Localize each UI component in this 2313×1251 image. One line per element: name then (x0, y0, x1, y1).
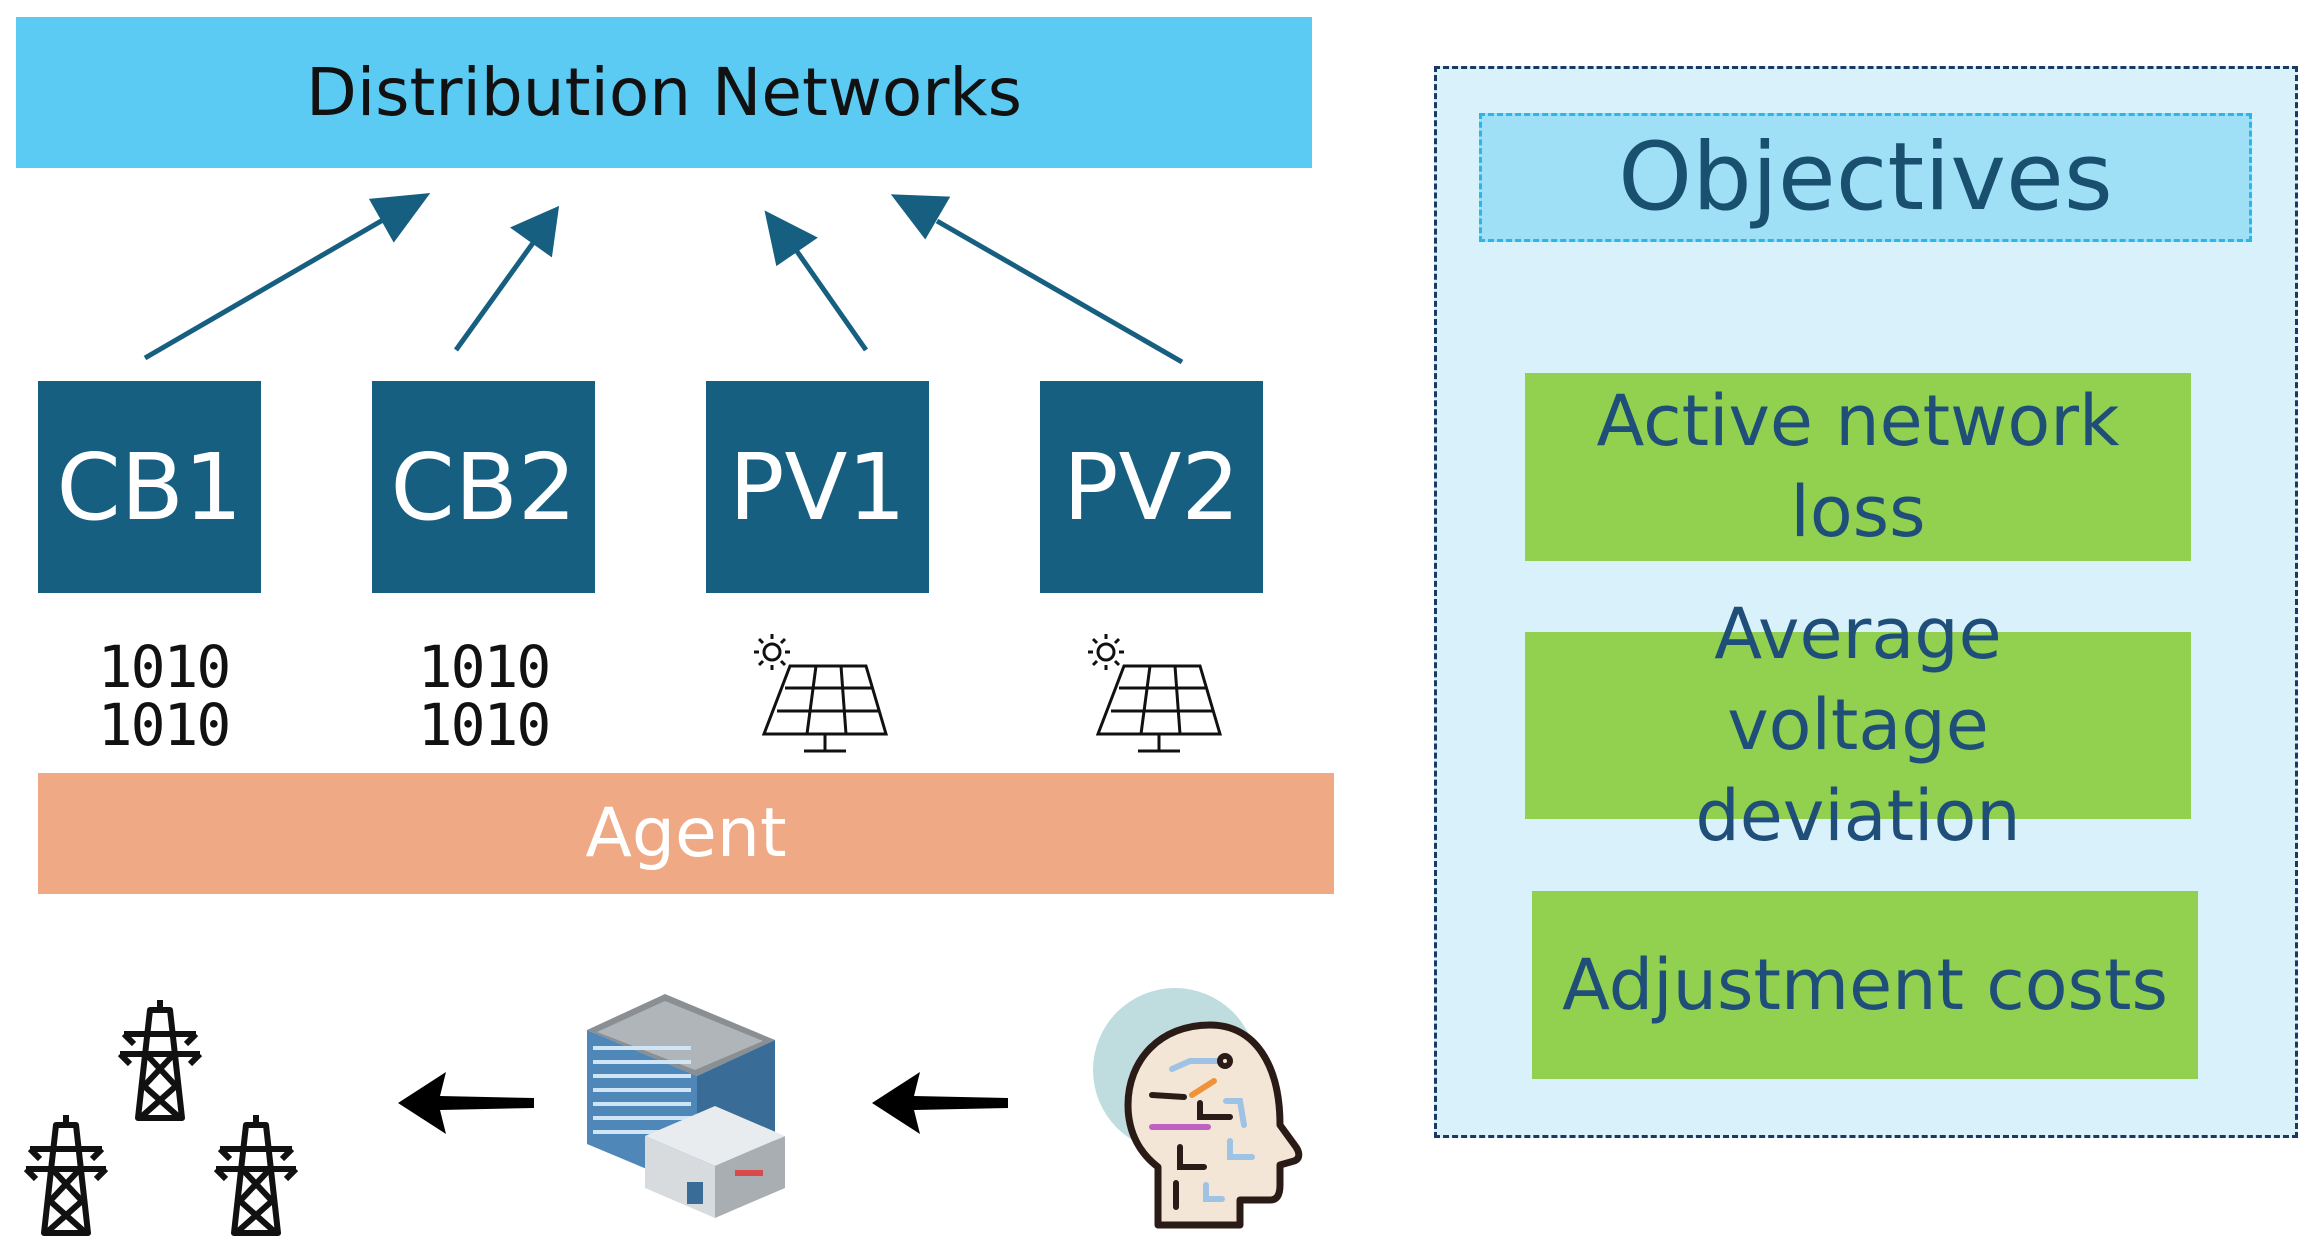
objective-label: Active network loss (1596, 380, 2120, 553)
agent-label: Agent (585, 794, 787, 873)
building-icon (587, 994, 785, 1218)
binary-icon: 1010 1010 (52, 638, 275, 754)
arrow-cb2 (453, 234, 541, 352)
arrow-left-icon (398, 1072, 534, 1134)
objectives-title-box: Objectives (1479, 113, 2252, 242)
objective-item-network-loss: Active network loss (1525, 373, 2191, 561)
binary-line: 1010 (417, 691, 552, 759)
arrow-cb2-head (509, 205, 560, 258)
arrow-pv2-head (890, 194, 951, 240)
binary-line: 1010 (417, 633, 552, 701)
ai-brain-icon (1093, 988, 1303, 1229)
arrow-pv2 (935, 218, 1184, 365)
binary-line: 1010 (97, 691, 232, 759)
objective-item-adjustment-costs: Adjustment costs (1532, 891, 2198, 1079)
arrow-left-icon (872, 1072, 1008, 1134)
solar-panel-icon (754, 634, 889, 753)
device-label-cb2: CB2 (390, 433, 577, 541)
objective-label: Average voltage deviation (1695, 593, 2021, 857)
objective-label: Adjustment costs (1562, 943, 2168, 1026)
device-label-pv2: PV2 (1063, 433, 1240, 541)
distribution-networks-label: Distribution Networks (306, 54, 1022, 131)
arrow-cb1 (143, 210, 397, 361)
binary-icon: 1010 1010 (372, 638, 595, 754)
arrow-pv1-head (764, 210, 818, 267)
device-box-pv1: PV1 (706, 381, 929, 593)
arrow-cb1-head (368, 192, 431, 243)
solar-panel-icon (1088, 634, 1223, 753)
binary-line: 1010 (97, 633, 232, 701)
device-box-cb2: CB2 (372, 381, 595, 593)
agent-box: Agent (38, 773, 1334, 894)
distribution-networks-box: Distribution Networks (16, 17, 1312, 168)
device-label-cb1: CB1 (56, 433, 243, 541)
objectives-title: Objectives (1618, 123, 2113, 232)
power-tower-icon (20, 1000, 310, 1240)
arrow-pv1 (793, 248, 869, 352)
objective-item-voltage-deviation: Average voltage deviation (1525, 593, 2191, 857)
device-box-pv2: PV2 (1040, 381, 1263, 593)
device-label-pv1: PV1 (729, 433, 906, 541)
device-box-cb1: CB1 (38, 381, 261, 593)
